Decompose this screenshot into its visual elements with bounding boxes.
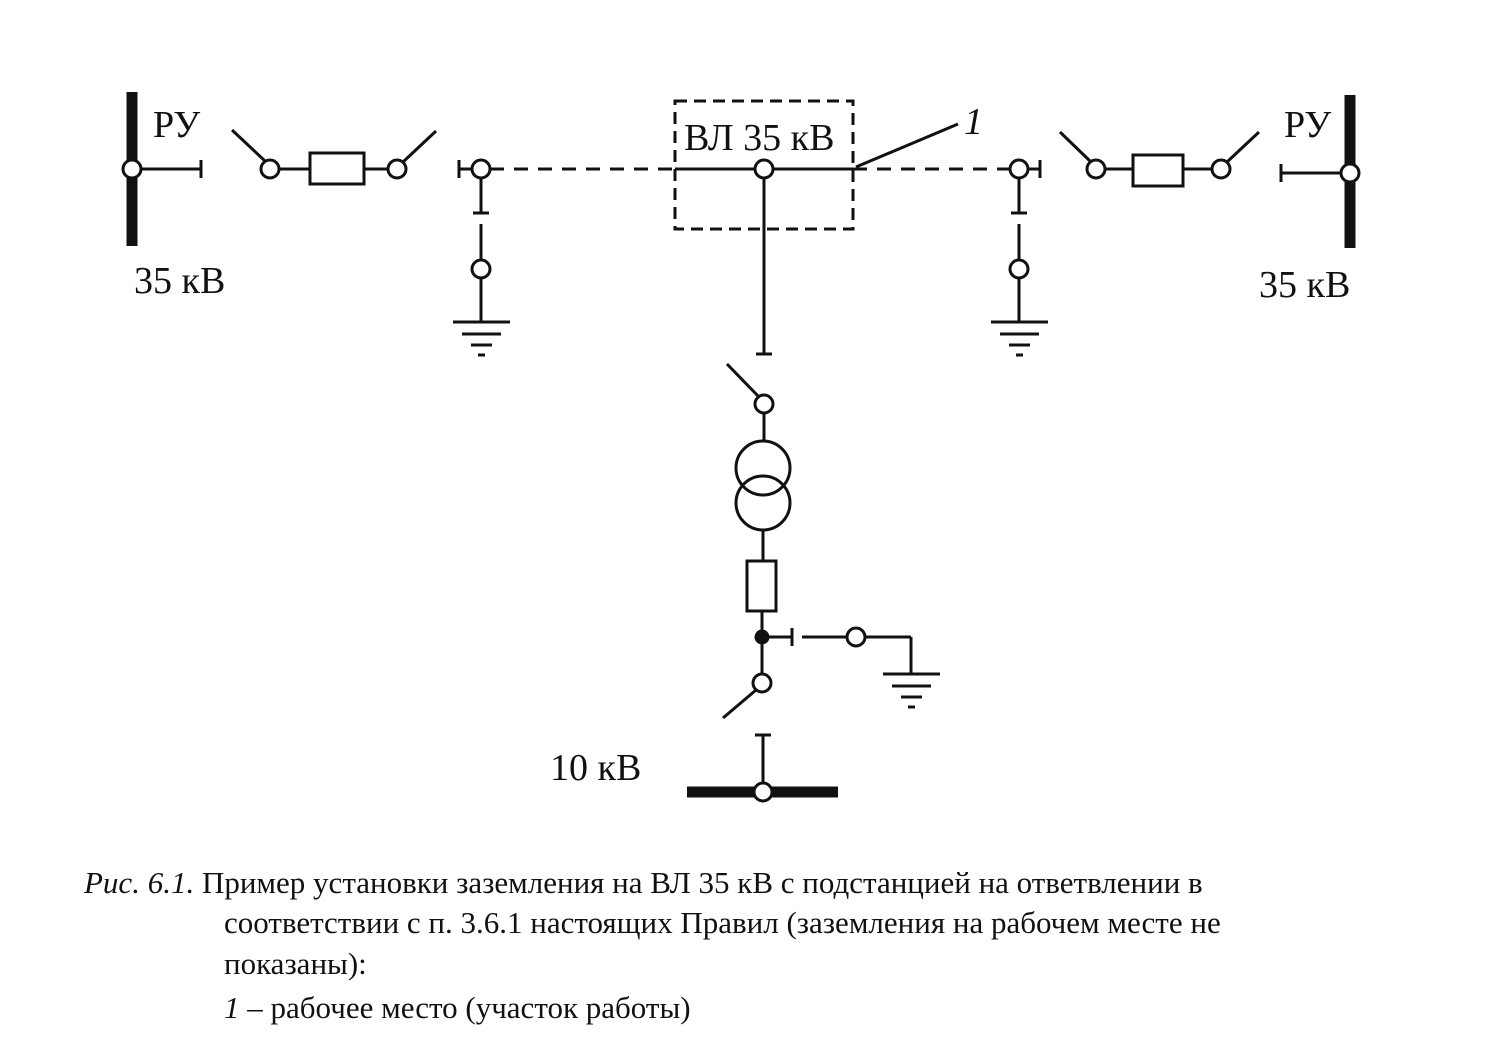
right-ground-node-top xyxy=(1008,158,1030,180)
legend-text: – рабочее место (участок работы) xyxy=(247,990,691,1025)
ru-left-label: РУ xyxy=(153,104,200,146)
work-area-leader xyxy=(855,122,959,169)
left-disconnector-2-blade xyxy=(401,129,438,164)
left-disconnector-2-node xyxy=(386,158,408,180)
legend-number: 1 xyxy=(224,990,240,1025)
caption-text-3: показаны): xyxy=(224,946,367,981)
lv-breaker xyxy=(745,559,778,613)
hv-disconnector-node xyxy=(753,393,775,415)
left-bus-node xyxy=(121,158,143,180)
line-label: ВЛ 35 кВ xyxy=(684,117,834,159)
kv-right-label: 35 кВ xyxy=(1259,264,1350,306)
left-ground-node-bottom xyxy=(470,258,492,280)
lv-disconnector-node xyxy=(751,672,773,694)
caption-legend: 1 – рабочее место (участок работы) xyxy=(224,989,691,1027)
right-disconnector-1-node xyxy=(1085,158,1107,180)
right-ground-icon xyxy=(991,320,1048,357)
caption-line-1: Рис. 6.1. Пример установки заземления на… xyxy=(84,864,1203,902)
right-ground-node-bottom xyxy=(1008,258,1030,280)
left-disconnector-1-node xyxy=(259,158,281,180)
right-bus-node xyxy=(1339,162,1361,184)
work-area-marker: 1 xyxy=(964,101,983,143)
lv-disconnector-blade xyxy=(722,688,757,720)
lv-ground-node xyxy=(845,626,867,648)
left-disconnector-1-blade xyxy=(230,128,267,163)
kv-bottom-label: 10 кВ xyxy=(550,747,641,789)
hv-disconnector-blade xyxy=(725,362,761,399)
caption-line-2: соответствии с п. 3.6.1 настоящих Правил… xyxy=(224,904,1221,942)
right-disconnector-2-node xyxy=(1210,158,1232,180)
right-disconnector-2-blade xyxy=(1225,130,1261,164)
bottom-bus-node xyxy=(752,781,774,803)
left-ground-node-top xyxy=(470,158,492,180)
left-ground-icon xyxy=(453,320,510,357)
caption-text-1: Пример установки заземления на ВЛ 35 кВ … xyxy=(201,865,1203,900)
caption-line-3: показаны): xyxy=(224,945,367,983)
kv-left-label: 35 кВ xyxy=(134,260,225,302)
caption-prefix: Рис. 6.1. xyxy=(84,865,195,900)
right-disconnector-1-blade xyxy=(1058,130,1093,164)
tap-node xyxy=(753,158,775,180)
right-breaker xyxy=(1131,153,1185,188)
caption-text-2: соответствии с п. 3.6.1 настоящих Правил… xyxy=(224,905,1221,940)
left-breaker xyxy=(308,151,366,186)
ru-right-label: РУ xyxy=(1284,104,1331,146)
transformer-icon xyxy=(734,439,792,532)
lv-ground-icon xyxy=(883,672,940,709)
